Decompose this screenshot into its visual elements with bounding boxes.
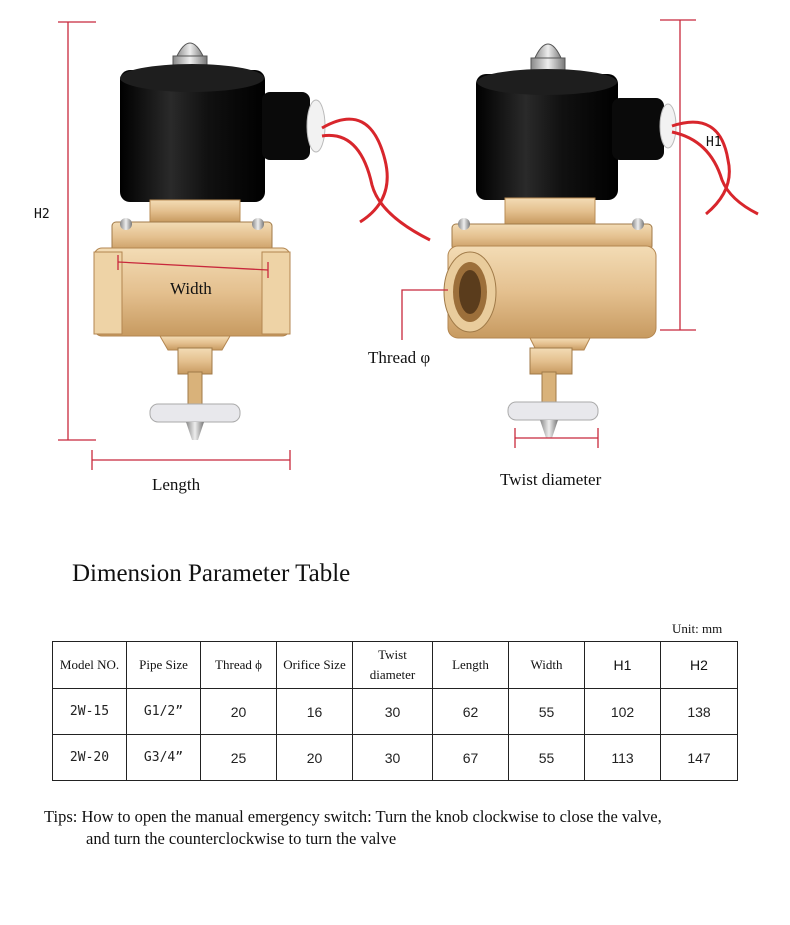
header-thread: Thread ϕ [200,641,277,689]
table-cell: 102 [584,688,661,735]
table-cell: 55 [508,688,585,735]
dimension-parameter-table: Model NO. Pipe Size Thread ϕ Orifice Siz… [52,641,738,781]
table-cell: 30 [352,688,433,735]
header-pipe-size: Pipe Size [126,641,201,689]
table-cell: G1/2” [126,688,201,735]
table-cell: 62 [432,688,509,735]
unit-note: Unit: mm [672,621,723,636]
table-row: 2W-20 G3/4” 25 20 30 67 55 113 147 [52,734,738,781]
table-cell: 138 [660,688,738,735]
table-cell: 2W-15 [52,688,127,735]
tips-paragraph: Tips: How to open the manual emergency s… [44,806,784,850]
table-title: Dimension Parameter Table [72,560,351,587]
tips-line2: and turn the counterclockwise to turn th… [86,829,397,848]
valve-side-view [443,43,759,438]
tips-prefix: Tips: [44,807,78,826]
h2-label: H2 [34,207,50,222]
table-cell: 30 [352,734,433,781]
header-twist-diameter-text: Twist diameter [369,647,416,682]
table-cell: G3/4” [126,734,201,781]
table-cell: 67 [432,734,509,781]
table-cell: 25 [200,734,277,781]
header-twist-diameter: Twist diameter [352,641,433,689]
table-cell: 147 [660,734,738,781]
table-cell: 16 [276,688,353,735]
table-cell: 113 [584,734,661,781]
header-h1: H1 [584,641,661,689]
header-width: Width [508,641,585,689]
table-cell: 55 [508,734,585,781]
table-cell: 20 [276,734,353,781]
width-label: Width [170,279,212,298]
product-dimension-figure: H2 H1 Width Length Thread φ Twist diamet… [34,19,759,494]
table-cell: 2W-20 [52,734,127,781]
h1-label: H1 [706,135,722,150]
header-orifice-size: Orifice Size [276,641,353,689]
table-cell: 20 [200,688,277,735]
tips-line1: How to open the manual emergency switch:… [81,807,662,826]
thread-label: Thread φ [368,348,431,367]
twist-diameter-label: Twist diameter [500,470,602,489]
header-model-no: Model NO. [52,641,127,689]
table-row: 2W-15 G1/2” 20 16 30 62 55 102 138 [52,688,738,735]
table-header-row: Model NO. Pipe Size Thread ϕ Orifice Siz… [52,641,738,689]
length-label: Length [152,475,201,494]
header-h2: H2 [660,641,738,689]
dimension-lines [58,19,696,470]
header-length: Length [432,641,509,689]
valve-front-view [93,42,431,440]
valve-illustration [58,19,759,470]
